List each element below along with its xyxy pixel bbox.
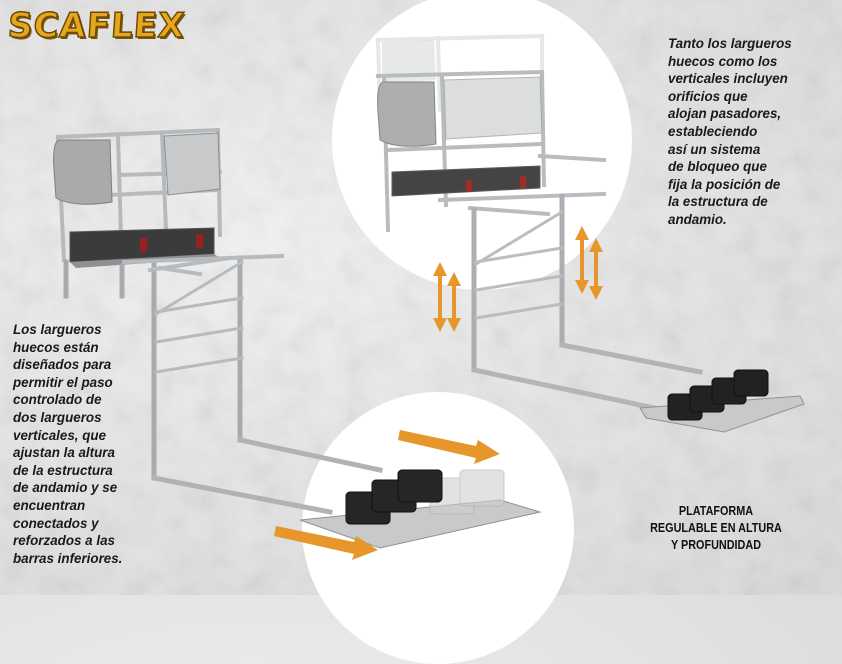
platform-caption: PLATAFORMA REGULABLE EN ALTURA Y PROFUND…: [650, 504, 782, 552]
scaffold-illustration: [53, 33, 805, 560]
height-adjustment-detail: [375, 33, 703, 413]
scaflex-logo: SCAFLEX: [6, 5, 187, 47]
adjustment-arrows: [274, 226, 603, 560]
depth-arrow-bottom: [274, 526, 378, 560]
height-arrow-left: [433, 262, 461, 332]
height-detail-base-plate: [639, 369, 805, 433]
hollow-beams-description: Los largueros huecos están diseñados par…: [13, 322, 123, 566]
height-arrow-right: [575, 226, 603, 300]
locking-system-description: Tanto los largueros huecos como los vert…: [668, 36, 792, 227]
depth-arrow-top: [398, 430, 500, 464]
main-scaffold-structure: [53, 127, 383, 515]
depth-detail-base-plate: [299, 469, 542, 549]
